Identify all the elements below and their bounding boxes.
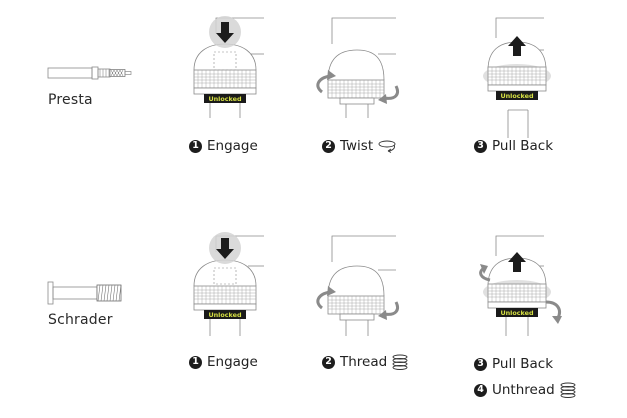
rotate-right-arrow-icon (545, 300, 561, 319)
step-number-badge: 1 (189, 139, 202, 153)
step-number-badge: 4 (474, 383, 487, 397)
step-number-badge: 1 (189, 355, 202, 369)
presta-engage-illustration: Unlocked (193, 16, 264, 118)
rotate-right-arrow-icon (383, 85, 399, 100)
unlocked-badge: Unlocked (208, 95, 242, 103)
step-schrader-thread: 2 Thread (322, 354, 408, 370)
schrader-thread-illustration (316, 235, 399, 336)
schrader-valve-illustration (47, 281, 122, 305)
schrader-engage-illustration: Unlocked (193, 232, 264, 336)
unlocked-badge: Unlocked (208, 311, 242, 319)
thread-coil-icon (392, 354, 408, 370)
step-number-badge: 3 (474, 357, 487, 371)
step-presta-twist: 2 Twist (322, 138, 398, 154)
step-number-badge: 2 (322, 355, 335, 369)
presta-twist-illustration (316, 17, 399, 118)
step-presta-engage: 1 Engage (189, 138, 258, 154)
presta-pullback-illustration: Unlocked (483, 17, 551, 138)
step-label: Unthread (492, 382, 555, 398)
step-label: Thread (340, 354, 388, 370)
step-schrader-unthread: 4 Unthread (474, 382, 576, 398)
down-arrow-icon (216, 238, 234, 259)
step-presta-pullback: 3 Pull Back (474, 138, 553, 154)
presta-valve-illustration (47, 66, 132, 80)
step-label: Pull Back (492, 138, 554, 154)
schrader-pullback-illustration: Unlocked (479, 235, 562, 336)
step-schrader-pullback: 3 Pull Back (474, 356, 553, 372)
up-arrow-icon (508, 252, 526, 272)
twist-icon (378, 140, 396, 153)
step-number-badge: 3 (474, 139, 487, 153)
step-label: Pull Back (492, 356, 554, 372)
step-number-badge: 2 (322, 139, 335, 153)
thread-coil-icon (560, 382, 576, 398)
down-arrow-icon (216, 22, 234, 43)
rotate-left-arrow-icon (316, 290, 331, 310)
step-schrader-engage: 1 Engage (189, 354, 258, 370)
step-label: Engage (207, 138, 258, 154)
step-label: Engage (207, 354, 258, 370)
up-arrow-icon (508, 36, 526, 56)
rotate-left-arrow-icon (316, 74, 331, 94)
unlocked-badge: Unlocked (500, 309, 534, 317)
valve-label-presta: Presta (48, 92, 93, 108)
valve-label-schrader: Schrader (48, 312, 113, 328)
step-label: Twist (340, 138, 374, 154)
unlocked-badge: Unlocked (500, 92, 534, 100)
rotate-right-arrow-icon (383, 301, 399, 316)
